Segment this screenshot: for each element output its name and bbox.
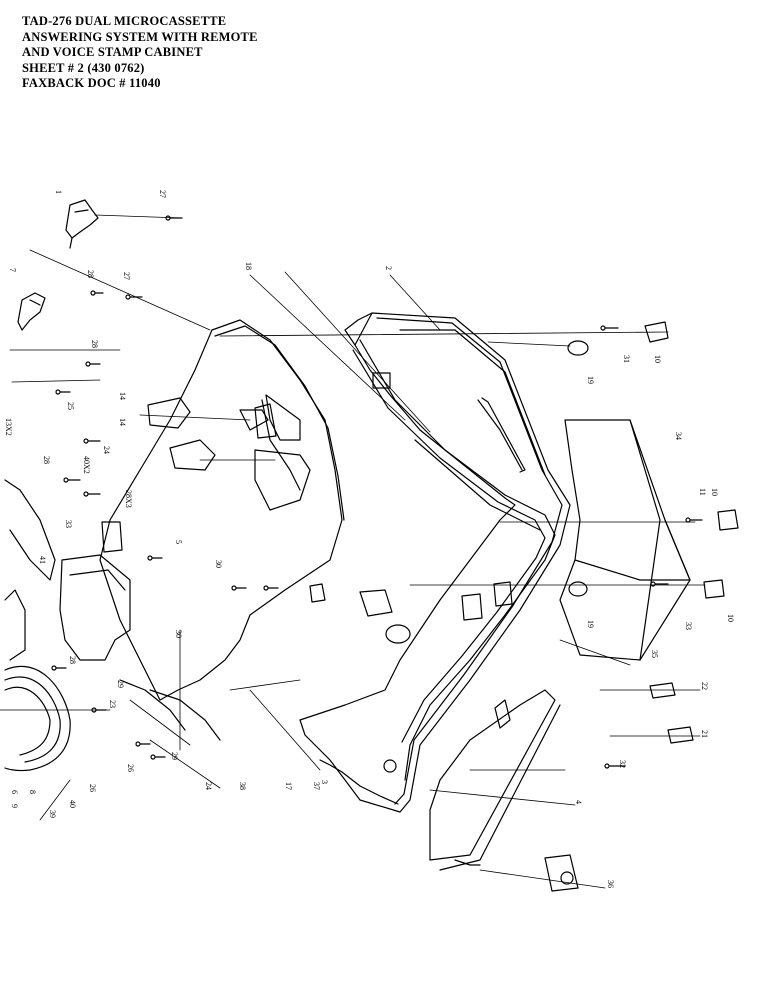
part-label-18: 18 [244, 262, 253, 270]
part-label-21: 21 [700, 730, 709, 738]
part-label-31a: 31 [622, 355, 631, 363]
part-label-33a: 33 [64, 520, 73, 528]
part-label-6: 6 [10, 790, 19, 794]
part-label-25: 25 [66, 402, 75, 410]
part-label-11: 11 [698, 488, 707, 496]
part-number-labels: 27 1 28 27 7 28 25 14 13X2 14 24 40X2 28… [4, 190, 735, 888]
part-label-24a: 24 [102, 446, 111, 454]
part-label-37: 37 [312, 782, 321, 790]
part-label-40x2: 40X2 [82, 456, 91, 474]
part-label-10b: 10 [710, 488, 719, 496]
part-label-9: 9 [10, 804, 19, 808]
part-label-41: 41 [38, 556, 47, 564]
header-sheet-number: SHEET # 2 (430 0762) [22, 60, 145, 75]
part-label-28c: 28 [42, 456, 51, 464]
header-title-line-3: AND VOICE STAMP CABINET [22, 45, 203, 59]
part-label-28x3: 28X3 [124, 490, 133, 508]
part-label-19a: 19 [586, 376, 595, 384]
part-label-35: 35 [650, 650, 659, 658]
part-label-4: 4 [574, 800, 583, 804]
speaker-assembly [4, 479, 71, 772]
part-label-33b: 33 [684, 622, 693, 630]
part-label-29b: 29 [170, 752, 179, 760]
part-label-3: 3 [320, 780, 329, 784]
component-box [559, 419, 691, 661]
cabinet-housing [299, 312, 571, 813]
chassis-plate [99, 319, 345, 701]
part-label-38: 38 [238, 782, 247, 790]
leader-lines [0, 214, 706, 889]
part-label-5: 5 [174, 540, 183, 544]
part-label-28b: 28 [90, 340, 99, 348]
part-label-8: 8 [28, 790, 37, 794]
part-label-27a: 27 [158, 190, 167, 198]
part-label-28a: 28 [86, 270, 95, 278]
base-plate [429, 689, 561, 871]
part-label-22: 22 [700, 682, 709, 690]
header-title-line-2: ANSWERING SYSTEM WITH REMOTE [22, 29, 258, 44]
header-faxback-doc: FAXBACK DOC # 11040 [22, 76, 161, 90]
part-label-19b: 19 [586, 620, 595, 628]
part-label-36: 36 [606, 880, 615, 888]
part-label-1: 1 [54, 190, 63, 194]
bracket-part-1 [65, 199, 99, 249]
part-label-10a: 10 [653, 355, 662, 363]
part-label-30a: 30 [214, 560, 223, 568]
part-label-26b: 26 [88, 784, 97, 792]
part-label-13x2: 13X2 [4, 418, 13, 436]
part-label-26a: 26 [126, 764, 135, 772]
part-label-40: 40 [68, 800, 77, 808]
part-label-24b: 24 [204, 782, 213, 790]
part-label-10c: 10 [726, 614, 735, 622]
bracket-part-7 [17, 292, 46, 331]
part-label-39: 39 [48, 810, 57, 818]
document-header: TAD-276 DUAL MICROCASSETTE ANSWERING SYS… [22, 14, 342, 92]
part-label-30b: 30 [174, 630, 183, 638]
part-label-2: 2 [384, 266, 393, 270]
hardware-parts [51, 215, 739, 892]
header-title-line-1: TAD-276 DUAL MICROCASSETTE [22, 14, 227, 28]
part-label-14a: 14 [118, 418, 127, 426]
part-label-34: 34 [674, 432, 683, 440]
part-label-17: 17 [284, 782, 293, 790]
part-label-32: 32 [618, 760, 627, 768]
part-label-23: 23 [108, 700, 117, 708]
part-label-28d: 28 [68, 656, 77, 664]
bracket-left [59, 554, 221, 741]
part-label-7: 7 [8, 268, 17, 272]
part-label-27b: 27 [122, 272, 131, 280]
part-label-14b: 14 [118, 392, 127, 400]
part-label-29a: 29 [116, 680, 125, 688]
